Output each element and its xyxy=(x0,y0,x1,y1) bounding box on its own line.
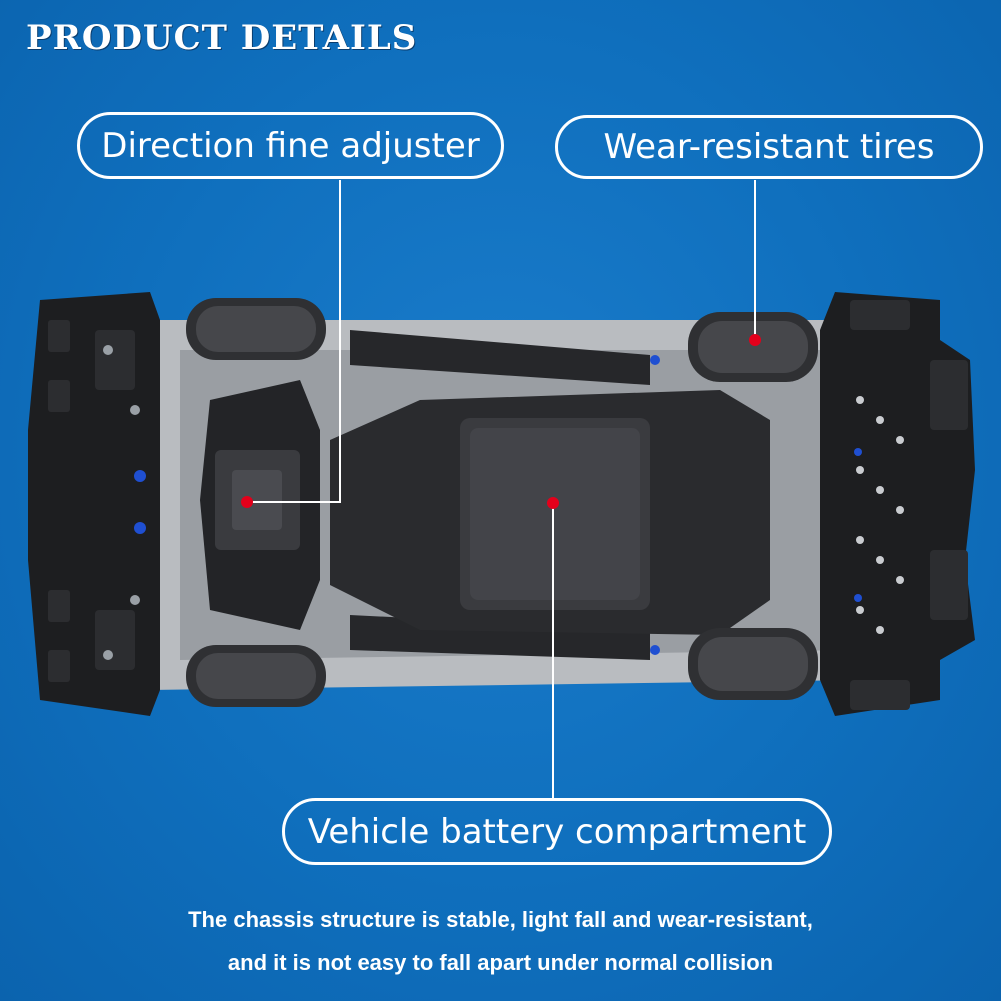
direction-marker xyxy=(241,496,253,508)
caption-line-2: and it is not easy to fall apart under n… xyxy=(227,950,774,975)
caption-line-1: The chassis structure is stable, light f… xyxy=(188,907,813,932)
direction-adjuster-callout: Direction fine adjuster xyxy=(77,112,504,179)
battery-marker xyxy=(547,497,559,509)
tires-callout: Wear-resistant tires xyxy=(555,115,983,179)
page-title: PRODUCT DETAILS xyxy=(26,18,418,58)
tire-marker xyxy=(749,334,761,346)
direction-adjuster-label: Direction fine adjuster xyxy=(101,125,480,166)
battery-callout: Vehicle battery compartment xyxy=(282,798,832,865)
tires-label: Wear-resistant tires xyxy=(603,127,935,167)
battery-label: Vehicle battery compartment xyxy=(307,811,807,852)
